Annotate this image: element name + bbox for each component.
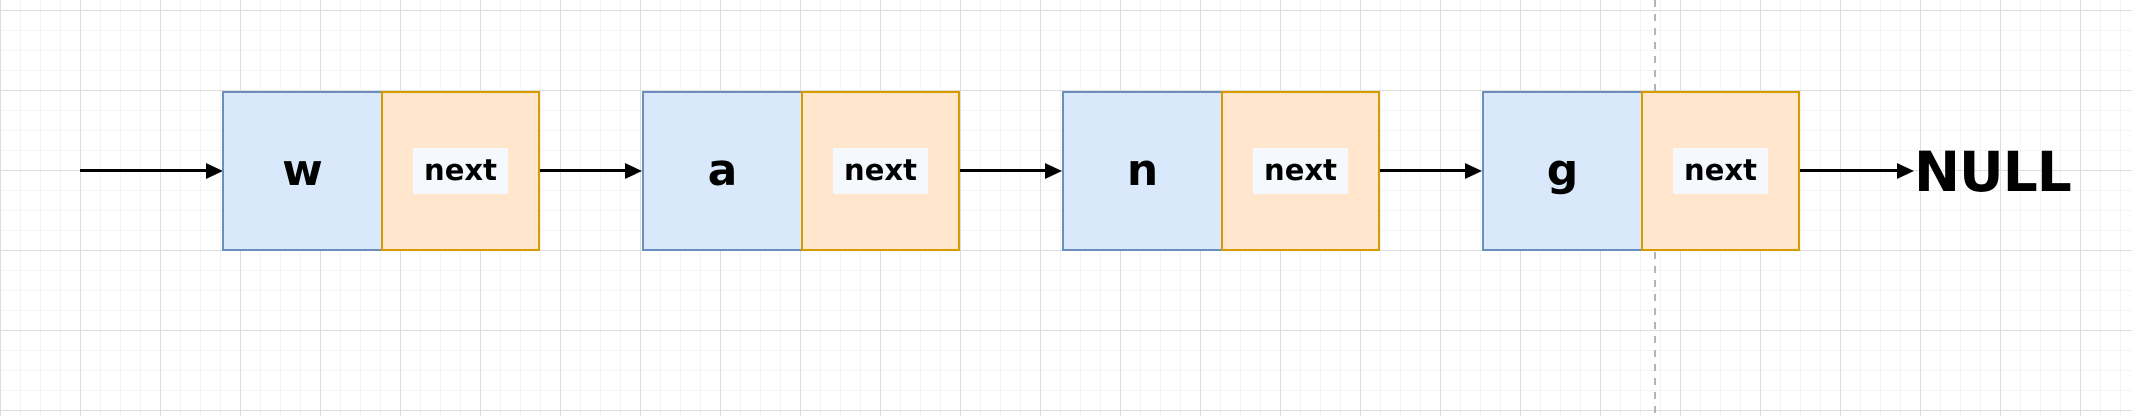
list-node-w[interactable]: w next [222, 91, 540, 251]
null-terminator[interactable]: NULL [1914, 140, 2072, 204]
link-arrow-3[interactable] [1380, 169, 1465, 172]
pointer-label: next [1253, 148, 1348, 194]
node-value: a [707, 145, 738, 196]
head-pointer-arrow[interactable] [80, 169, 206, 172]
list-node-a[interactable]: a next [642, 91, 960, 251]
link-arrow-1[interactable] [540, 169, 625, 172]
pointer-label: next [833, 148, 928, 194]
null-arrow[interactable] [1800, 169, 1897, 172]
node-pointer-cell[interactable]: next [1221, 91, 1380, 251]
node-value: g [1546, 145, 1579, 196]
node-pointer-cell[interactable]: next [381, 91, 540, 251]
link-arrow-2[interactable] [960, 169, 1045, 172]
pointer-label: next [413, 148, 508, 194]
node-value-cell[interactable]: a [642, 91, 801, 251]
list-node-g[interactable]: g next [1482, 91, 1800, 251]
node-value-cell[interactable]: g [1482, 91, 1641, 251]
node-value: w [282, 145, 323, 196]
node-value-cell[interactable]: n [1062, 91, 1221, 251]
pointer-label: next [1673, 148, 1768, 194]
list-node-n[interactable]: n next [1062, 91, 1380, 251]
node-value-cell[interactable]: w [222, 91, 381, 251]
node-value: n [1126, 145, 1159, 196]
node-pointer-cell[interactable]: next [801, 91, 960, 251]
node-pointer-cell[interactable]: next [1641, 91, 1800, 251]
